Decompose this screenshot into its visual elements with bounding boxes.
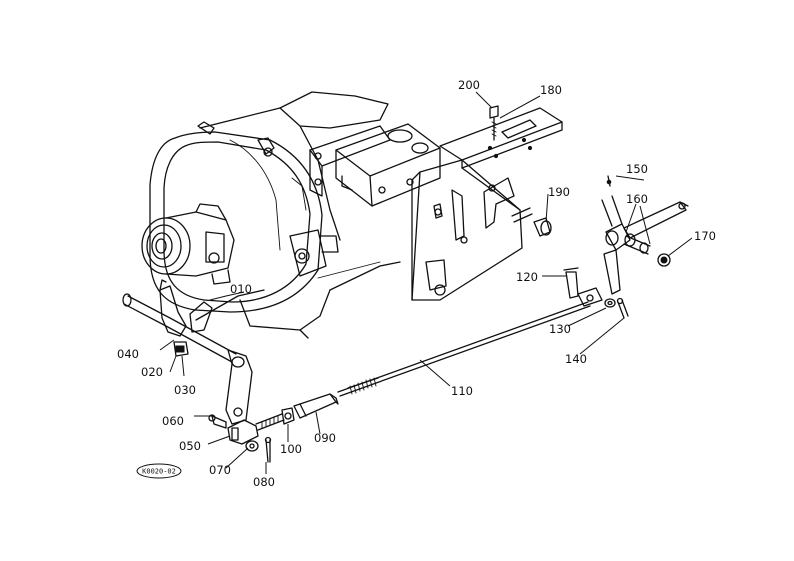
label-100: 100 bbox=[280, 442, 302, 456]
label-010: 010 bbox=[230, 282, 252, 296]
label-120: 120 bbox=[516, 270, 538, 284]
mounting-bracket bbox=[411, 105, 563, 301]
outer-lever-assembly bbox=[601, 175, 689, 295]
label-020: 020 bbox=[141, 365, 163, 379]
label-160: 160 bbox=[626, 192, 648, 206]
label-180: 180 bbox=[540, 83, 562, 97]
rod-end-assembly bbox=[208, 393, 339, 463]
label-170: 170 bbox=[694, 229, 716, 243]
label-150: 150 bbox=[626, 162, 648, 176]
upper-cover bbox=[309, 123, 441, 207]
figure-code: K0020-02 bbox=[142, 468, 176, 476]
shift-shaft-assembly bbox=[122, 279, 265, 425]
label-080: 080 bbox=[253, 475, 275, 489]
label-050: 050 bbox=[179, 439, 201, 453]
control-rod bbox=[337, 301, 591, 397]
label-140: 140 bbox=[565, 352, 587, 366]
leader-lines bbox=[159, 91, 693, 474]
label-130: 130 bbox=[549, 322, 571, 336]
rod-upper-end bbox=[563, 267, 629, 319]
label-040: 040 bbox=[117, 347, 139, 361]
part-labels: 010 020 030 040 050 060 070 080 090 100 … bbox=[117, 78, 716, 489]
label-070: 070 bbox=[209, 463, 231, 477]
figure-code-badge: K0020-02 bbox=[136, 463, 182, 479]
label-110: 110 bbox=[451, 384, 473, 398]
transmission-housing bbox=[141, 91, 401, 339]
label-200: 200 bbox=[458, 78, 480, 92]
label-060: 060 bbox=[162, 414, 184, 428]
label-090: 090 bbox=[314, 431, 336, 445]
label-190: 190 bbox=[548, 185, 570, 199]
label-030: 030 bbox=[174, 383, 196, 397]
